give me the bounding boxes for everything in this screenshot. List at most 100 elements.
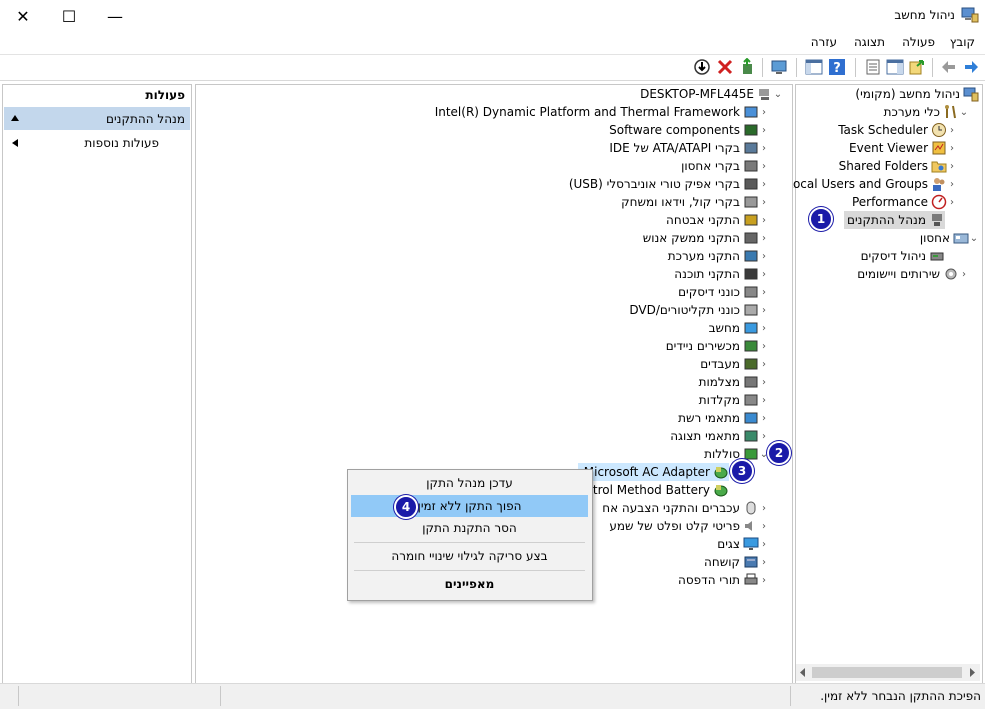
- minimize-button[interactable]: —: [107, 6, 123, 26]
- tree-device-manager[interactable]: מנהל ההתקנים: [844, 211, 945, 229]
- chevron-left-icon[interactable]: ‹: [762, 358, 766, 370]
- device-category[interactable]: ‹התקני מערכת: [668, 247, 769, 265]
- chevron-left-icon[interactable]: ‹: [762, 232, 766, 244]
- update-driver-icon[interactable]: [738, 58, 756, 76]
- device-category[interactable]: ‹מתאמי רשת: [678, 409, 769, 427]
- chevron-left-icon[interactable]: ‹: [762, 268, 766, 280]
- chevron-left-icon[interactable]: ‹: [762, 340, 766, 352]
- export-icon[interactable]: [908, 58, 926, 76]
- device-category[interactable]: ‹מחשב: [709, 319, 769, 337]
- expand-left-icon[interactable]: [11, 138, 19, 148]
- device-category[interactable]: ‹מכשירים ניידים: [666, 337, 769, 355]
- menu-scan-hardware[interactable]: בצע סריקה לגילוי שינויי חומרה: [391, 549, 548, 563]
- chevron-left-icon[interactable]: ‹: [950, 196, 954, 208]
- device-category[interactable]: ‹בקרי אפיק טורי אוניברסלי (USB): [569, 175, 769, 193]
- chevron-left-icon[interactable]: ‹: [762, 394, 766, 406]
- chevron-left-icon[interactable]: ‹: [762, 106, 766, 118]
- uninstall-icon[interactable]: [716, 58, 734, 76]
- device-category[interactable]: ‹התקני אבטחה: [666, 211, 769, 229]
- menu-file[interactable]: קובץ: [949, 35, 975, 49]
- close-button[interactable]: ✕: [16, 6, 30, 26]
- device-category[interactable]: ‹התקני ממשק אנוש: [643, 229, 769, 247]
- chevron-left-icon[interactable]: ‹: [762, 376, 766, 388]
- device-category[interactable]: ‹מצלמות: [699, 373, 769, 391]
- forward-arrow-icon[interactable]: [962, 58, 980, 76]
- chevron-left-icon[interactable]: ‹: [762, 178, 766, 190]
- chevron-left-icon[interactable]: ‹: [762, 160, 766, 172]
- chevron-left-icon[interactable]: ‹: [762, 196, 766, 208]
- actions-more-label[interactable]: פעולות נוספות: [84, 136, 159, 150]
- device-category-firmware[interactable]: ‹ קושחה: [704, 553, 769, 571]
- chevron-left-icon[interactable]: ‹: [950, 142, 954, 154]
- chevron-left-icon[interactable]: ‹: [762, 214, 766, 226]
- chevron-left-icon[interactable]: ‹: [762, 124, 766, 136]
- device-ac-adapter[interactable]: Microsoft AC Adapter: [577, 463, 729, 481]
- device-category-mice[interactable]: ‹ עכברים והתקני הצבעה אח: [602, 499, 769, 517]
- tree-disk-management[interactable]: ניהול דיסקים: [861, 247, 945, 265]
- tree-performance[interactable]: ‹ Performance: [852, 193, 957, 211]
- device-category[interactable]: ‹בקרי אחסון: [681, 157, 769, 175]
- chevron-down-icon[interactable]: ⌄: [969, 232, 979, 244]
- chevron-left-icon[interactable]: ‹: [762, 430, 766, 442]
- chevron-down-icon[interactable]: ⌄: [773, 88, 783, 100]
- menu-view[interactable]: תצוגה: [853, 35, 885, 49]
- menu-properties[interactable]: מאפיינים: [444, 577, 495, 591]
- device-root[interactable]: ⌄ DESKTOP-MFL445E: [640, 85, 783, 103]
- chevron-left-icon[interactable]: ‹: [762, 520, 766, 532]
- device-category[interactable]: ‹כונני דיסקים: [678, 283, 769, 301]
- tree-event-viewer[interactable]: ‹ Event Viewer: [849, 139, 957, 157]
- tree-task-scheduler[interactable]: ‹ Task Scheduler: [838, 121, 957, 139]
- tree-services[interactable]: ‹ שירותים ויישומים: [857, 265, 969, 283]
- chevron-left-icon[interactable]: ‹: [762, 250, 766, 262]
- chevron-left-icon[interactable]: ‹: [762, 502, 766, 514]
- chevron-left-icon[interactable]: ‹: [762, 286, 766, 298]
- tree-root[interactable]: ניהול מחשב (מקומי): [855, 85, 979, 103]
- device-category[interactable]: ‹התקני תוכנה: [674, 265, 769, 283]
- device-category[interactable]: ‹Intel(R) Dynamic Platform and Thermal F…: [435, 103, 769, 121]
- scroll-left-icon[interactable]: [798, 667, 808, 678]
- chevron-left-icon[interactable]: ‹: [762, 538, 766, 550]
- show-hide-console-tree-icon[interactable]: [886, 58, 904, 76]
- device-category[interactable]: ‹מתאמי תצוגה: [670, 427, 769, 445]
- collapse-up-icon[interactable]: [10, 114, 20, 122]
- chevron-left-icon[interactable]: ‹: [762, 142, 766, 154]
- device-category-print-queues[interactable]: ‹ תורי הדפסה: [678, 571, 769, 589]
- tree-storage[interactable]: ⌄ אחסון: [920, 229, 979, 247]
- chevron-left-icon[interactable]: ‹: [962, 268, 966, 280]
- menu-update-driver[interactable]: עדכן מנהל התקן: [426, 476, 513, 490]
- scrollbar-thumb[interactable]: [812, 667, 962, 678]
- device-category[interactable]: ‹מקלדות: [699, 391, 769, 409]
- disable-device-icon[interactable]: [693, 58, 711, 76]
- device-cmb-battery[interactable]: ontrol Method Battery: [578, 481, 729, 499]
- tree-local-users[interactable]: ‹ Local Users and Groups: [786, 175, 957, 193]
- chevron-left-icon[interactable]: ‹: [762, 322, 766, 334]
- help-icon[interactable]: ?: [828, 58, 846, 76]
- chevron-down-icon[interactable]: ⌄: [759, 448, 769, 460]
- chevron-left-icon[interactable]: ‹: [950, 124, 954, 136]
- menu-uninstall-device[interactable]: הסר התקנת התקן: [422, 521, 517, 535]
- chevron-left-icon[interactable]: ‹: [950, 178, 954, 190]
- device-category[interactable]: ‹כונני תקליטורים/DVD: [629, 301, 769, 319]
- properties-icon[interactable]: [864, 58, 882, 76]
- menu-action[interactable]: פעולה: [902, 35, 935, 49]
- actions-selected-row[interactable]: [4, 107, 190, 130]
- device-category[interactable]: ‹בקרי ATA/ATAPI של IDE: [609, 139, 769, 157]
- chevron-left-icon[interactable]: ‹: [762, 556, 766, 568]
- tree-system-tools[interactable]: ⌄ כלי מערכת: [884, 103, 969, 121]
- chevron-left-icon[interactable]: ‹: [762, 304, 766, 316]
- tree-shared-folders[interactable]: ‹ Shared Folders: [839, 157, 957, 175]
- chevron-left-icon[interactable]: ‹: [950, 160, 954, 172]
- scan-hardware-icon[interactable]: [770, 58, 788, 76]
- device-category[interactable]: ‹בקרי קול, וידאו ומשחק: [621, 193, 769, 211]
- device-category[interactable]: ⌄סוללות: [704, 445, 769, 463]
- menu-help[interactable]: עזרה: [810, 35, 837, 49]
- chevron-down-icon[interactable]: ⌄: [959, 106, 969, 118]
- device-category-audio-io[interactable]: ‹ פריטי קלט ופלט של שמע: [609, 517, 769, 535]
- scroll-right-icon[interactable]: [967, 667, 977, 678]
- maximize-button[interactable]: ☐: [61, 6, 77, 26]
- device-category-monitors[interactable]: ‹ צגים: [717, 535, 769, 553]
- chevron-left-icon[interactable]: ‹: [762, 412, 766, 424]
- device-category[interactable]: ‹מעבדים: [700, 355, 769, 373]
- menu-disable-device[interactable]: הפוך התקן ללא זמין: [351, 495, 588, 517]
- device-category[interactable]: ‹Software components: [609, 121, 769, 139]
